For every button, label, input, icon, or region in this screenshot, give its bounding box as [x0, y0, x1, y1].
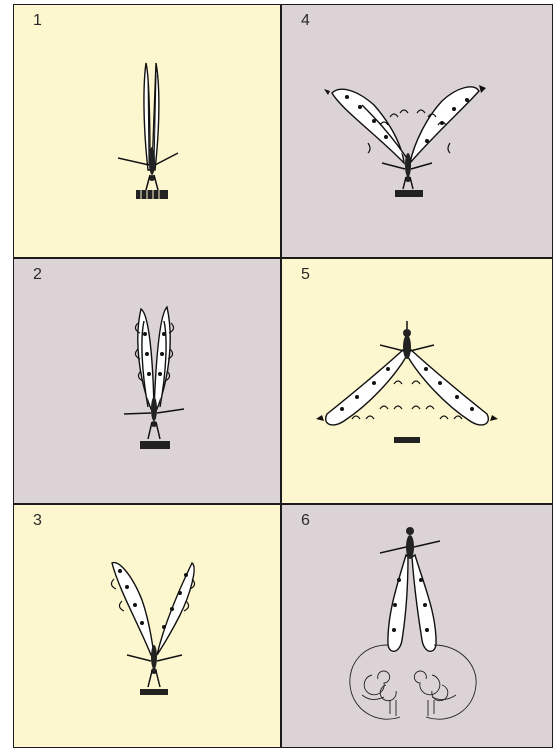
insect-drawing	[14, 5, 280, 257]
panel-2: 2	[14, 259, 280, 503]
panel-6: 6	[282, 505, 552, 747]
panel-4: 4	[282, 5, 552, 257]
insect-drawing	[282, 505, 552, 747]
panel-3: 3	[14, 505, 280, 747]
panel-5: 5	[282, 259, 552, 503]
panel-1: 1	[14, 5, 280, 257]
insect-drawing	[282, 5, 552, 257]
insect-drawing	[14, 259, 280, 503]
insect-drawing	[14, 505, 280, 747]
wing-stroke-sequence: 1 4	[13, 4, 553, 748]
insect-drawing	[282, 259, 552, 503]
